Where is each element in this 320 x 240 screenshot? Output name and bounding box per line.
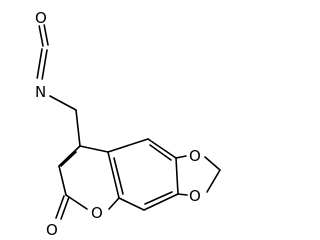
bond-c4a-c8a-double (113, 157, 124, 195)
bond-c6-o-top (175, 155, 187, 159)
bond-o-c-iso-1 (38, 25, 44, 47)
atom-label-o-ring: O (91, 204, 103, 222)
bond-c5-c6 (147, 138, 177, 159)
bond-c2-carbonyl-1 (55, 195, 65, 219)
atom-label-o-dioxole-bottom: O (189, 187, 201, 205)
bond-ch2-o-bottom (206, 169, 221, 193)
bond-c-n-iso-2 (41, 49, 48, 80)
bond-c6-c7 (175, 157, 179, 195)
bond-c4a-c5 (107, 138, 149, 153)
bond-o-ring-c8a (108, 197, 120, 210)
bond-c8-c8a (118, 197, 145, 211)
bond-c3-c2 (58, 165, 67, 196)
atom-label-o-dioxole-top: O (189, 147, 201, 165)
molecule-structure: O N O O O O (35, 9, 221, 238)
bond-c4-c3-double (60, 151, 77, 167)
bond-c2-o-ring (65, 194, 88, 210)
bond-c4a-c8a (107, 151, 120, 199)
atom-label-o-carbonyl: O (46, 221, 58, 238)
atom-label-n-isocyanate: N (35, 83, 46, 101)
bond-c7-c8-double (144, 191, 173, 205)
bond-ch2-c4 (75, 109, 81, 147)
bond-o-top-ch2 (204, 156, 221, 171)
bond-c-n-iso-1 (36, 48, 43, 79)
molecule-figure: O N O O O O (35, 9, 221, 238)
atom-labels: O N O O O O (35, 9, 201, 238)
bonds (36, 24, 221, 220)
bond-o-bottom-c7 (177, 193, 188, 196)
bond-n-ch2 (49, 95, 77, 111)
bond-c2-carbonyl-2 (60, 196, 70, 220)
bond-c7-c8 (143, 193, 179, 211)
bond-c4-c3 (58, 145, 81, 167)
atom-label-o-isocyanate: O (35, 9, 47, 27)
bond-c4-c4a (79, 145, 109, 153)
bond-c5-c6-double (149, 144, 172, 161)
bond-o-c-iso-2 (43, 24, 49, 46)
